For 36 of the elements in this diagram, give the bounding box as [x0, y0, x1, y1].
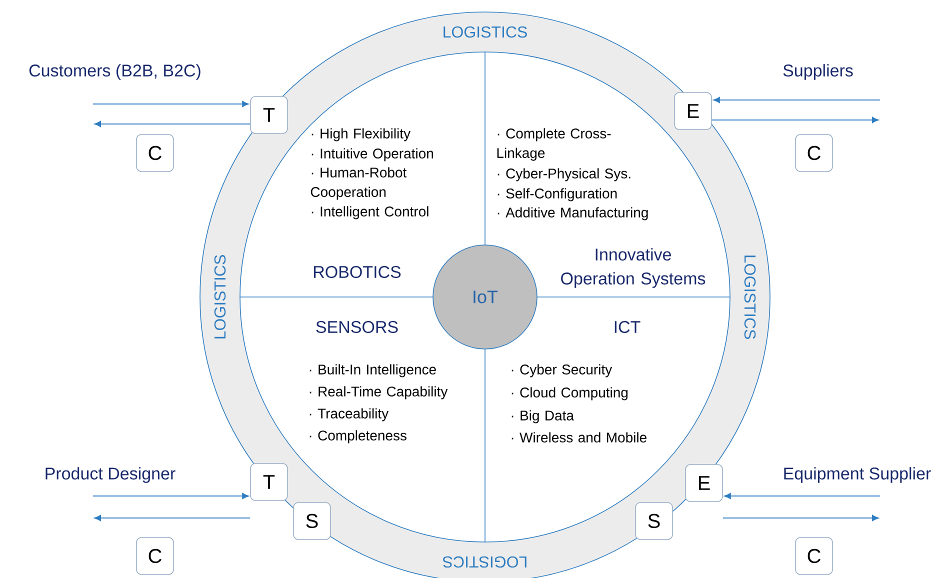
letter-box: C: [795, 134, 833, 172]
bullet-item: · Completeness: [310, 430, 406, 444]
bullet-item: · Traceability: [310, 408, 389, 422]
bullet-item: · Complete Cross-Linkage: [497, 128, 611, 161]
section-heading: Innovative Operation Systems: [561, 248, 706, 288]
arrow: [711, 116, 879, 124]
heading: Equipment Supplier: [784, 467, 931, 483]
letter-box: E: [685, 464, 723, 502]
bullet-item: · Human-Robot Cooperation: [310, 167, 407, 200]
bullet-item: · Wireless and Mobile: [512, 432, 646, 442]
bullet-item: · Built-In Intelligence: [310, 364, 436, 378]
bullet-item: · Real-Time Capability: [310, 386, 448, 400]
letter-box: C: [136, 537, 174, 575]
bullet-item: · Intuitive Operation: [312, 148, 433, 162]
arrow: [722, 514, 879, 522]
bullet-item: · Cyber-Physical Sys.: [498, 168, 630, 182]
heading: SENSORS: [316, 320, 398, 334]
arrow: [713, 96, 880, 104]
heading: ROBOTICS: [314, 266, 401, 278]
arrow: [92, 100, 249, 108]
bullet-item: · Cloud Computing: [512, 387, 628, 400]
bullet-item: · Intelligent Control: [312, 206, 428, 220]
arrow: [94, 514, 251, 522]
bullet-item: · Self-Configuration: [498, 188, 617, 202]
arrow: [92, 492, 249, 500]
heading: ICT: [614, 320, 640, 334]
letter-box: C: [136, 134, 174, 172]
heading: Product Designer: [46, 467, 176, 483]
bullet-item: · Big Data: [512, 410, 574, 424]
bullet-item: · Cyber Security: [512, 364, 612, 378]
letter-box: C: [795, 537, 833, 575]
bullet-item: · High Flexibility: [312, 128, 410, 142]
arrow: [724, 492, 880, 500]
arrow: [94, 120, 251, 128]
heading: Customers (B2B, B2C): [29, 64, 200, 80]
bullet-item: · Additive Manufacturing: [498, 207, 648, 220]
